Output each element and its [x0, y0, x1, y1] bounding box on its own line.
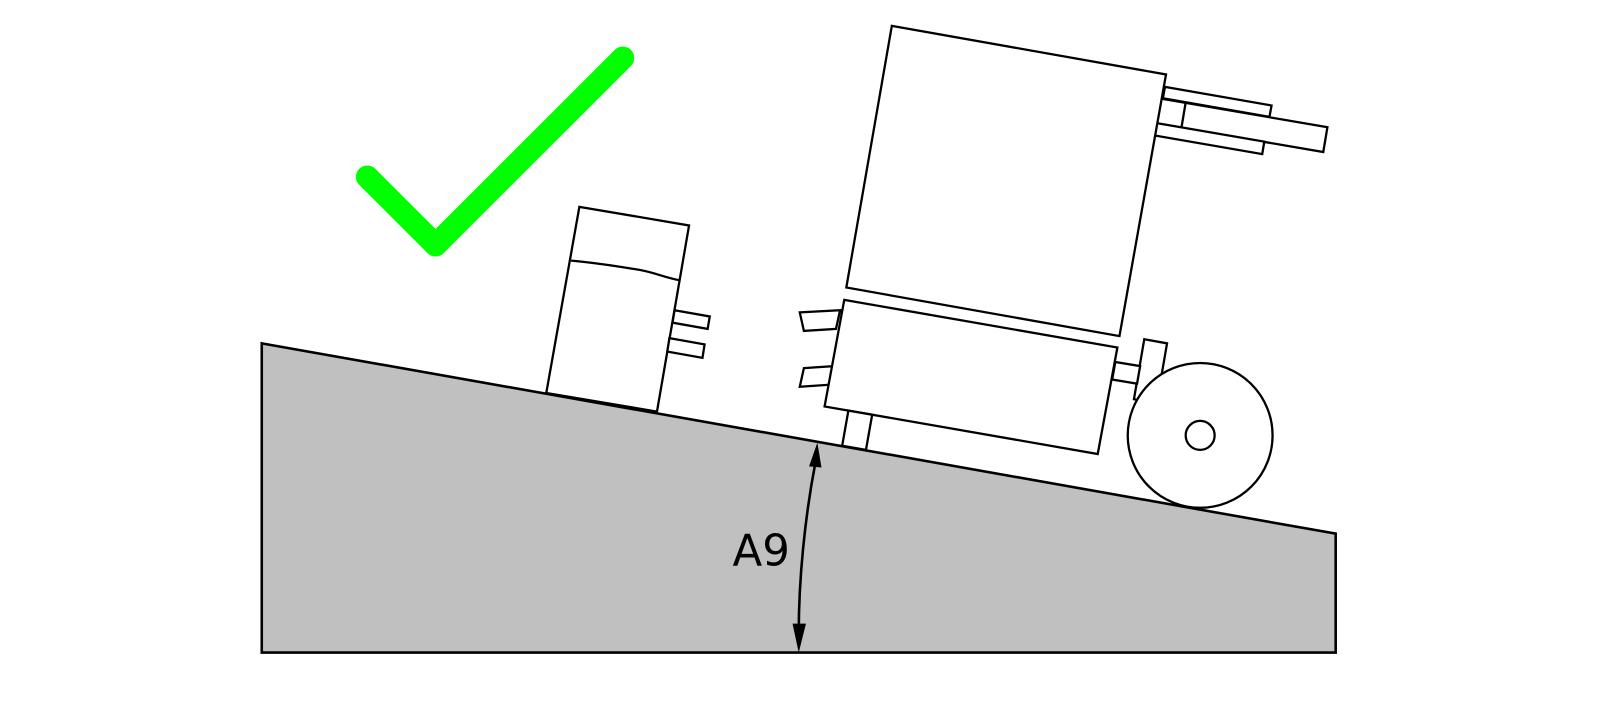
axle-connector	[1110, 360, 1142, 385]
angle-dimension: A9	[733, 442, 822, 653]
handle-divider	[1180, 102, 1187, 128]
machine-tab-upper-left	[798, 309, 842, 333]
fill-level-line	[571, 259, 680, 282]
machine	[798, 24, 1329, 509]
check-mark-icon	[355, 46, 635, 257]
angle-label: A9	[733, 527, 790, 577]
arrow-head-bottom-icon	[792, 623, 806, 653]
wheel-hub	[1184, 419, 1216, 452]
arrow-head-top-icon	[809, 442, 822, 468]
container-body	[544, 205, 691, 413]
machine-upper-housing	[844, 24, 1168, 338]
container-tab-top	[671, 308, 712, 331]
ramp-slope	[260, 341, 1337, 654]
machine-lower-housing	[823, 298, 1119, 456]
angle-arc	[797, 463, 817, 633]
container-tab-bottom	[666, 336, 706, 360]
machine-foot	[840, 409, 874, 452]
fuel-container	[544, 205, 712, 413]
